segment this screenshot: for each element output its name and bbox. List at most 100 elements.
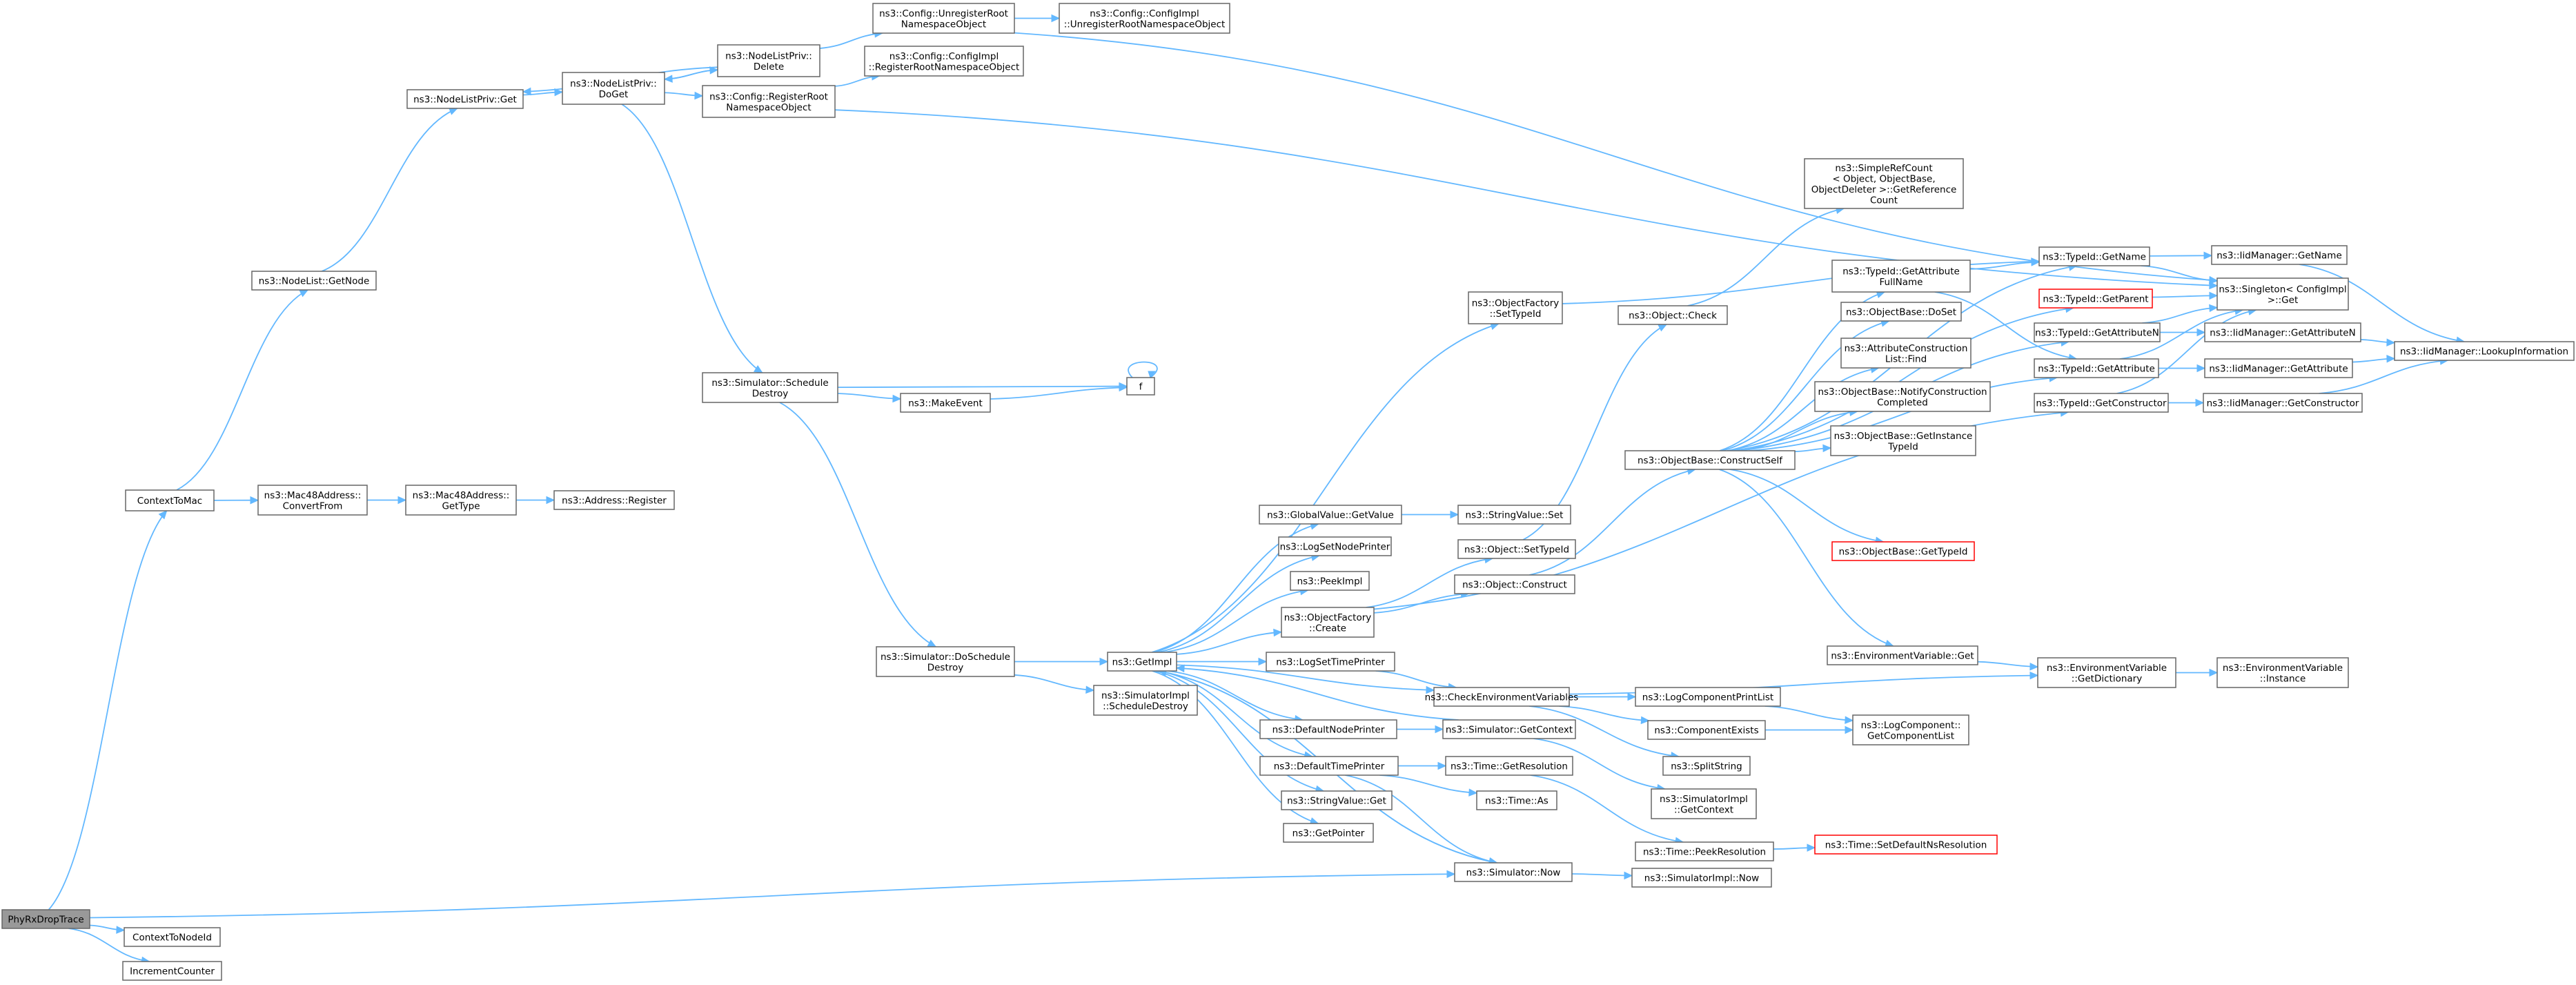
edge-sim-get-context-to-get-impl xyxy=(1176,667,1459,721)
node-sim-impl-schedule-destroy[interactable]: ns3::SimulatorImpl::ScheduleDestroy xyxy=(1093,685,1198,716)
node-config-impl-register[interactable]: ns3::Config::ConfigImpl::RegisterRootNam… xyxy=(864,46,1024,77)
node-box-object-construct xyxy=(1454,574,1575,594)
node-object-check[interactable]: ns3::Object::Check xyxy=(1618,305,1728,325)
node-sim-impl-now[interactable]: ns3::SimulatorImpl::Now xyxy=(1631,868,1772,888)
edge-sim-schedule-destroy-to-make-event xyxy=(837,393,901,400)
node-mac48-get-type[interactable]: ns3::Mac48Address::GetType xyxy=(405,485,517,516)
node-object-base-construct-self[interactable]: ns3::ObjectBase::ConstructSelf xyxy=(1624,450,1796,470)
node-label-default-node-printer: ns3::DefaultNodePrinter xyxy=(1272,725,1385,736)
node-phy-rx-drop-trace[interactable]: PhyRxDropTrace xyxy=(1,909,90,929)
node-log-component-print-list[interactable]: ns3::LogComponentPrintList xyxy=(1635,687,1781,707)
node-time-peek-resolution[interactable]: ns3::Time::PeekResolution xyxy=(1635,841,1774,861)
node-label-log-component-print-list: ns3::LogComponentPrintList xyxy=(1642,692,1773,703)
edge-get-impl-to-default-time-printer xyxy=(1159,670,1312,757)
node-type-id-get-attribute-n[interactable]: ns3::TypeId::GetAttributeN xyxy=(2034,322,2161,342)
node-iid-get-constructor[interactable]: ns3::IidManager::GetConstructor xyxy=(2203,393,2363,413)
node-sim-now[interactable]: ns3::Simulator::Now xyxy=(1454,862,1573,882)
node-time-as[interactable]: ns3::Time::As xyxy=(1476,790,1557,810)
node-simple-ref-count[interactable]: ns3::SimpleRefCount< Object, ObjectBase,… xyxy=(1804,158,1964,209)
node-default-time-printer[interactable]: ns3::DefaultTimePrinter xyxy=(1259,756,1399,776)
node-label-iid-lookup-information: ns3::IidManager::LookupInformation xyxy=(2400,347,2568,358)
node-config-register-root[interactable]: ns3::Config::RegisterRootNamespaceObject xyxy=(702,85,836,118)
edge-make-event-to-f-arrowhead xyxy=(1119,383,1128,392)
node-type-id-get-parent[interactable]: ns3::TypeId::GetParent xyxy=(2038,289,2153,309)
node-iid-get-attribute[interactable]: ns3::IidManager::GetAttribute xyxy=(2204,358,2353,378)
node-label-object-factory-set-type-id: ns3::ObjectFactory xyxy=(1472,298,1560,309)
node-singleton-get[interactable]: ns3::Singleton< ConfigImpl >::Get xyxy=(2216,277,2349,311)
edge-get-impl-to-object-factory-set-type-id xyxy=(1151,323,1499,653)
node-object-factory-set-type-id[interactable]: ns3::ObjectFactory::SetTypeId xyxy=(1468,291,1563,324)
node-time-get-resolution[interactable]: ns3::Time::GetResolution xyxy=(1445,756,1573,776)
node-iid-lookup-information[interactable]: ns3::IidManager::LookupInformation xyxy=(2394,341,2575,361)
node-config-impl-unregister[interactable]: ns3::Config::ConfigImpl::UnregisterRootN… xyxy=(1059,3,1230,34)
node-log-set-node-printer[interactable]: ns3::LogSetNodePrinter xyxy=(1278,536,1392,556)
node-env-var-instance[interactable]: ns3::EnvironmentVariable::Instance xyxy=(2216,657,2349,688)
node-object-base-notify[interactable]: ns3::ObjectBase::NotifyConstructionCompl… xyxy=(1814,381,1991,412)
node-object-construct[interactable]: ns3::Object::Construct xyxy=(1454,574,1575,594)
node-increment-counter[interactable]: IncrementCounter xyxy=(122,961,222,981)
node-label-object-set-type-id: ns3::Object::SetTypeId xyxy=(1464,545,1569,556)
node-box-mac48-get-type xyxy=(405,485,517,516)
node-split-string[interactable]: ns3::SplitString xyxy=(1662,756,1751,776)
node-context-to-mac[interactable]: ContextToMac xyxy=(125,489,215,511)
node-sim-schedule-destroy[interactable]: ns3::Simulator::ScheduleDestroy xyxy=(702,372,838,403)
node-node-list-priv-do-get[interactable]: ns3::NodeListPriv::DoGet xyxy=(562,72,665,105)
node-config-unregister-root[interactable]: ns3::Config::UnregisterRootNamespaceObje… xyxy=(872,3,1015,34)
node-box-increment-counter xyxy=(122,961,222,981)
node-iid-get-attribute-n[interactable]: ns3::IidManager::GetAttributeN xyxy=(2204,322,2361,342)
node-box-sim-get-context xyxy=(1442,719,1576,739)
node-iid-get-name[interactable]: ns3::IidManager::GetName xyxy=(2211,245,2348,265)
node-object-factory-create[interactable]: ns3::ObjectFactory::Create xyxy=(1281,607,1375,638)
node-make-event[interactable]: ns3::MakeEvent xyxy=(900,393,991,413)
node-node-list-priv-delete[interactable]: ns3::NodeListPriv::Delete xyxy=(717,44,820,77)
edge-config-unregister-root-to-singleton-get xyxy=(1014,32,2218,282)
node-box-attr-construction-list-find xyxy=(1840,338,1972,369)
node-address-register[interactable]: ns3::Address::Register xyxy=(553,490,675,510)
node-get-impl[interactable]: ns3::GetImpl xyxy=(1107,652,1177,672)
node-default-node-printer[interactable]: ns3::DefaultNodePrinter xyxy=(1259,719,1397,739)
edge-log-set-time-printer-to-check-env-vars xyxy=(1375,670,1457,688)
node-f[interactable]: f xyxy=(1126,377,1155,396)
node-string-value-get[interactable]: ns3::StringValue::Get xyxy=(1281,790,1393,810)
node-get-pointer[interactable]: ns3::GetPointer xyxy=(1283,823,1374,843)
node-log-set-time-printer[interactable]: ns3::LogSetTimePrinter xyxy=(1266,652,1395,672)
node-label-attr-construction-list-find: ns3::AttributeConstruction xyxy=(1845,343,1968,354)
node-type-id-get-name[interactable]: ns3::TypeId::GetName xyxy=(2038,246,2150,266)
node-box-sim-do-schedule-destroy xyxy=(876,646,1015,677)
node-node-list-get-node[interactable]: ns3::NodeList::GetNode xyxy=(251,271,377,291)
node-string-value-set[interactable]: ns3::StringValue::Set xyxy=(1457,505,1571,525)
node-component-exists[interactable]: ns3::ComponentExists xyxy=(1647,720,1766,740)
node-label-mac48-get-type: ns3::Mac48Address:: xyxy=(413,490,510,501)
node-peek-impl[interactable]: ns3::PeekImpl xyxy=(1290,571,1370,591)
node-time-set-default-ns-resolution[interactable]: ns3::Time::SetDefaultNsResolution xyxy=(1814,835,1998,855)
node-label-singleton-get: ns3::Singleton< ConfigImpl xyxy=(2219,284,2346,295)
node-box-iid-get-constructor xyxy=(2203,393,2363,413)
node-context-to-node-id[interactable]: ContextToNodeId xyxy=(124,927,221,947)
node-object-base-do-set[interactable]: ns3::ObjectBase::DoSet xyxy=(1840,302,1962,322)
node-type-id-get-constructor[interactable]: ns3::TypeId::GetConstructor xyxy=(2034,393,2169,413)
node-log-component-get-component-list[interactable]: ns3::LogComponent::GetComponentList xyxy=(1852,714,1969,745)
node-box-mac48-convert-from xyxy=(257,485,368,516)
node-global-value-get-value[interactable]: ns3::GlobalValue::GetValue xyxy=(1259,505,1402,525)
node-object-base-get-type-id[interactable]: ns3::ObjectBase::GetTypeId xyxy=(1831,541,1975,561)
node-node-list-priv-get[interactable]: ns3::NodeListPriv::Get xyxy=(406,89,524,109)
node-sim-get-context[interactable]: ns3::Simulator::GetContext xyxy=(1442,719,1576,739)
node-label-context-to-node-id: ContextToNodeId xyxy=(132,933,212,944)
node-env-var-get[interactable]: ns3::EnvironmentVariable::Get xyxy=(1827,645,1978,665)
edge-log-component-print-list-to-log-component-get-component-list xyxy=(1764,705,1854,721)
node-check-env-vars[interactable]: ns3::CheckEnvironmentVariables xyxy=(1425,687,1579,707)
node-sim-impl-get-context[interactable]: ns3::SimulatorImpl::GetContext xyxy=(1651,788,1757,819)
edge-object-base-construct-self-to-type-id-get-attribute xyxy=(1749,377,2058,451)
node-env-var-get-dictionary[interactable]: ns3::EnvironmentVariable::GetDictionary xyxy=(2037,657,2176,688)
node-label-sim-schedule-destroy: Destroy xyxy=(752,388,789,399)
node-object-set-type-id[interactable]: ns3::Object::SetTypeId xyxy=(1457,539,1576,559)
node-box-log-set-time-printer xyxy=(1266,652,1395,672)
edge-object-set-type-id-to-object-check-arrowhead xyxy=(1658,324,1668,332)
node-type-id-get-attribute[interactable]: ns3::TypeId::GetAttribute xyxy=(2034,358,2159,378)
node-label-config-register-root: ns3::Config::RegisterRoot xyxy=(709,91,828,102)
node-mac48-convert-from[interactable]: ns3::Mac48Address::ConvertFrom xyxy=(257,485,368,516)
